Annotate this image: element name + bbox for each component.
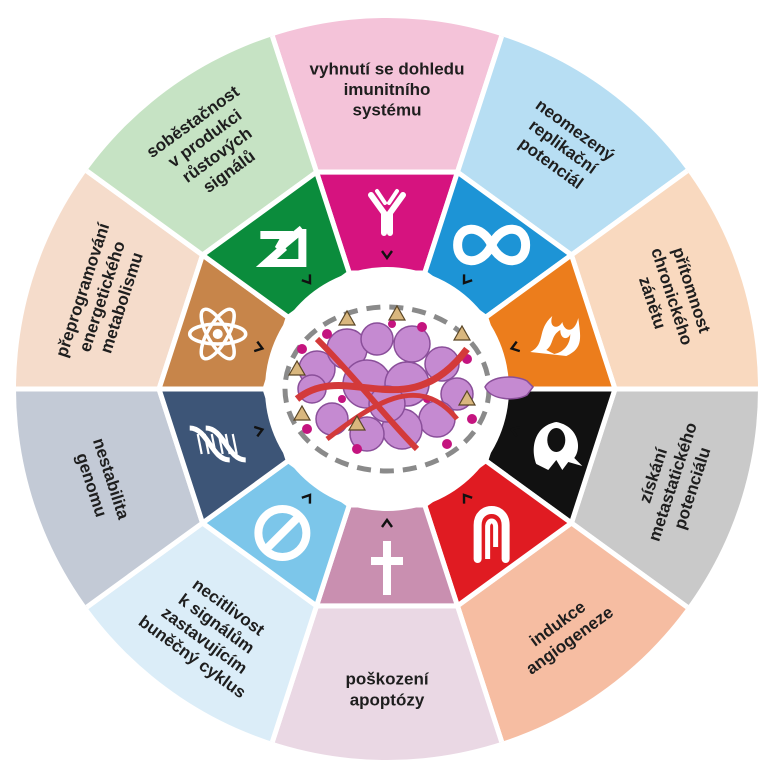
arrow-icon — [255, 225, 307, 267]
inward-arrow-icon — [462, 274, 473, 285]
antibody-icon — [368, 189, 406, 236]
inward-arrows — [253, 250, 521, 528]
inward-arrow-icon — [509, 340, 521, 353]
inward-arrow-icon — [253, 425, 265, 438]
atom-icon — [187, 307, 248, 361]
inward-arrow-icon — [253, 340, 265, 353]
inward-arrow-icon — [462, 493, 473, 504]
infinity-icon — [453, 224, 531, 266]
inward-arrow-icon — [381, 250, 393, 261]
blood-vessel-icon — [473, 506, 510, 564]
cross-icon — [371, 541, 403, 595]
flame-icon — [530, 315, 581, 356]
no-entry-icon — [254, 505, 311, 562]
label-line: poškození — [345, 670, 429, 689]
inward-arrow-icon — [381, 517, 393, 528]
inward-arrow-icon — [509, 425, 521, 438]
inward-arrow-icon — [301, 274, 312, 285]
label-line: imunitního — [344, 80, 431, 99]
icon-ring — [156, 169, 618, 609]
dna-icon — [189, 425, 247, 463]
metastatic-cell-icon — [533, 422, 583, 471]
label-line: systému — [353, 101, 422, 120]
label-line: apoptózy — [350, 690, 425, 709]
tumor-icon — [282, 304, 534, 474]
inward-arrow-icon — [301, 493, 312, 504]
label-line: vyhnutí se dohledu — [310, 60, 465, 79]
